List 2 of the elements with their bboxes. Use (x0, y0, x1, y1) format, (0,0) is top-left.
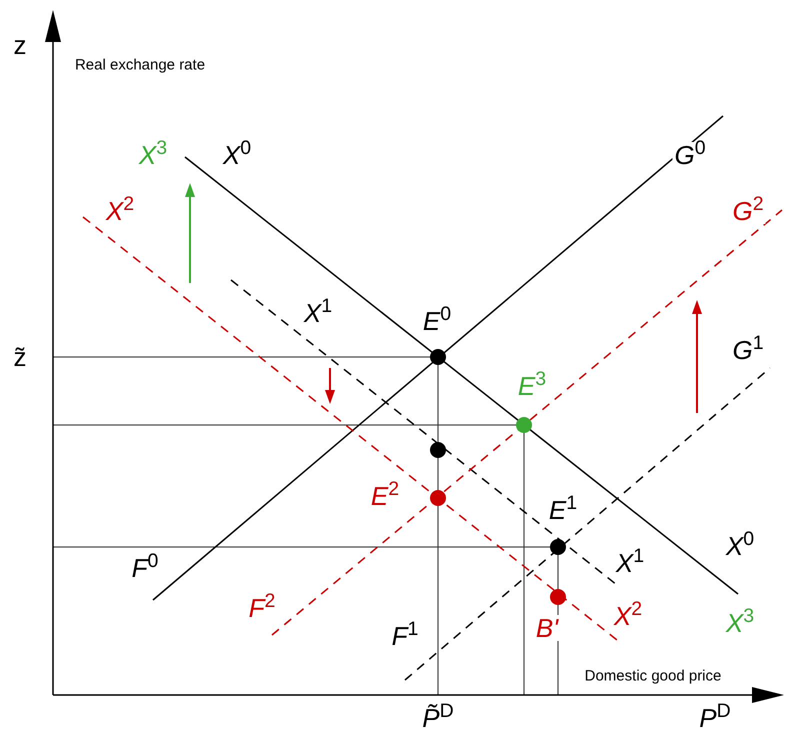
point-label: B' (534, 615, 560, 641)
axis-title: Domestic good price (582, 668, 724, 684)
